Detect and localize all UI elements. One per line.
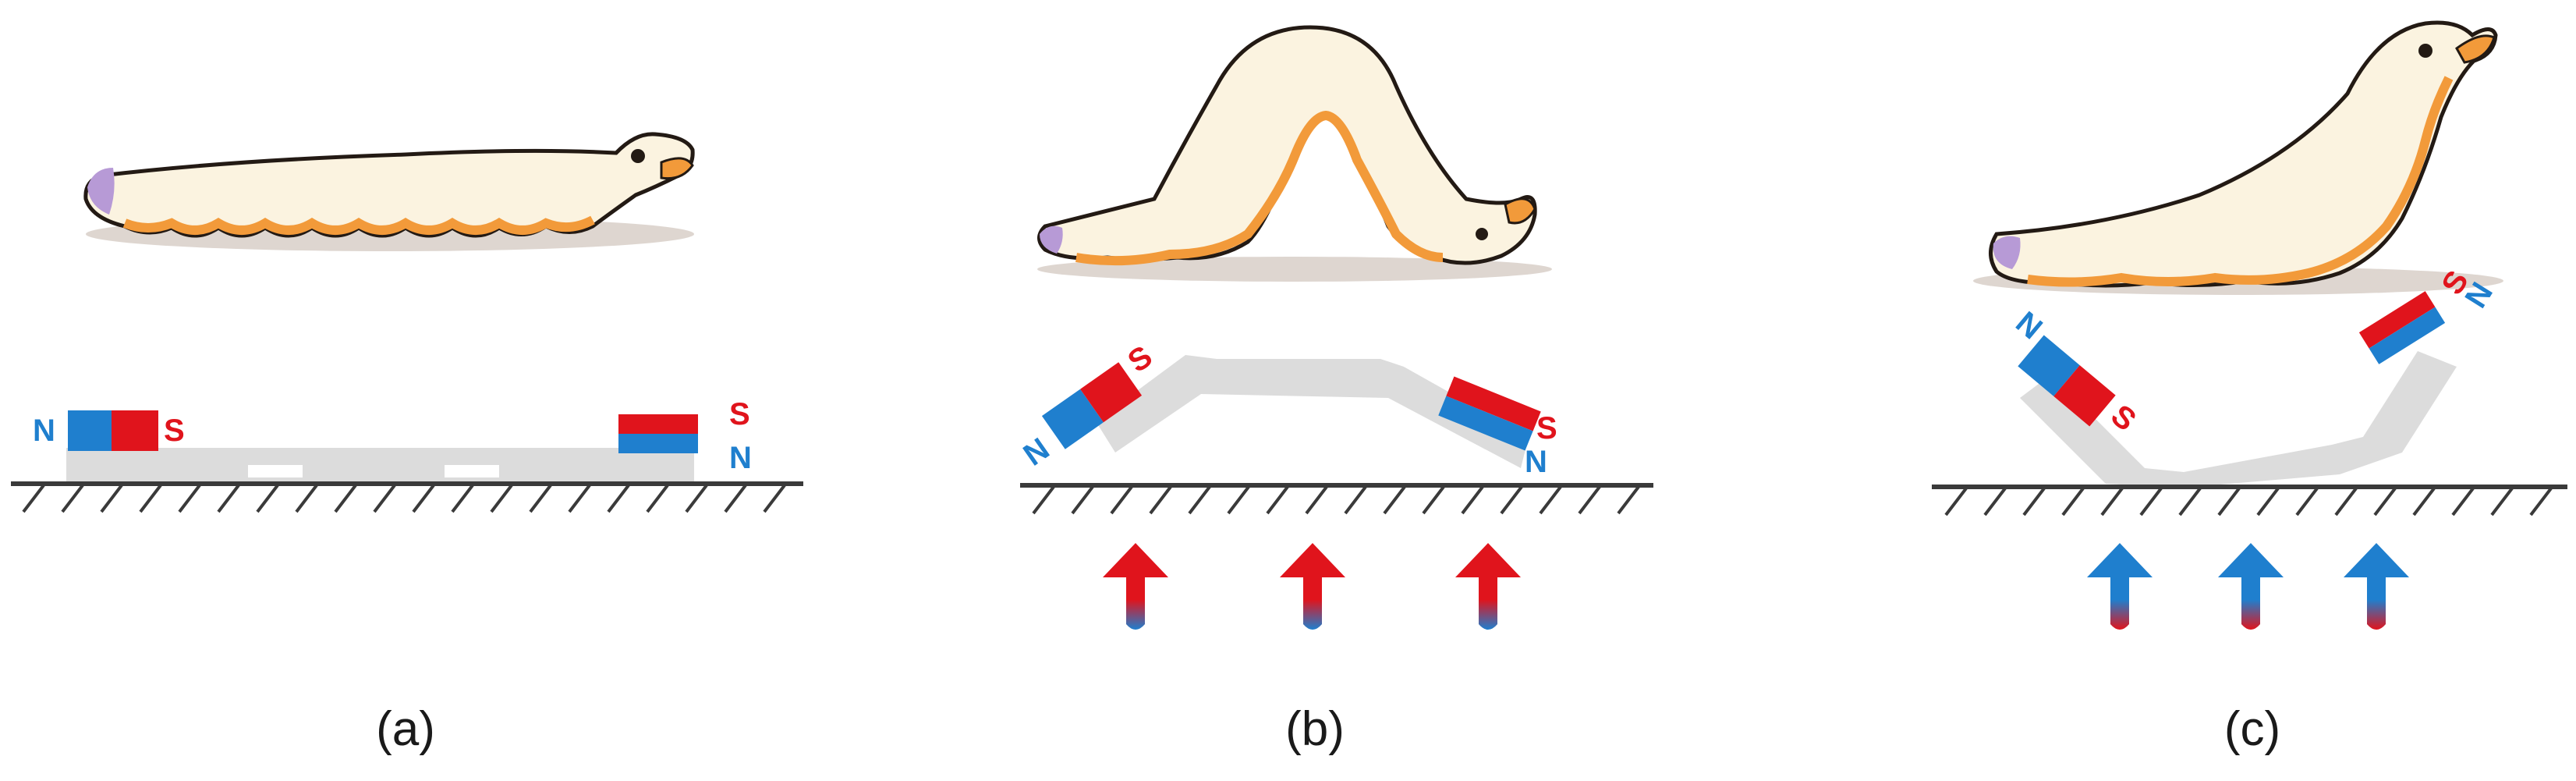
hatch-mark xyxy=(451,484,474,513)
panel-b: N S S N (b) xyxy=(1018,25,1653,756)
hatch-mark xyxy=(61,484,84,513)
pole-label-s: S xyxy=(1536,411,1557,446)
hatch-mark xyxy=(1422,485,1445,515)
hatch-mark xyxy=(1110,485,1133,515)
hatch-mark xyxy=(763,484,786,513)
hatch-mark xyxy=(568,484,591,513)
panel-label: (c) xyxy=(2224,702,2280,756)
pole-label-n: N xyxy=(1525,445,1547,479)
pole-label-n: N xyxy=(33,414,55,448)
field-arrow-icon xyxy=(2087,543,2153,630)
hatch-mark xyxy=(1305,485,1328,515)
flexible-strip xyxy=(2020,351,2457,488)
hatch-mark xyxy=(490,484,513,513)
hatch-mark xyxy=(2295,487,2319,517)
hatch-mark xyxy=(100,484,123,513)
hatch-mark xyxy=(1383,485,1406,515)
hatch-mark xyxy=(1944,487,1968,517)
hatch-mark xyxy=(607,484,630,513)
field-arrow-icon xyxy=(2344,543,2409,630)
hatch-mark xyxy=(2490,487,2514,517)
hatch-mark xyxy=(2100,487,2124,517)
larva-icon xyxy=(83,132,695,251)
hatch-mark xyxy=(334,484,357,513)
field-arrows xyxy=(1103,543,1521,630)
hatch-mark xyxy=(1266,485,1289,515)
hatch-mark xyxy=(2256,487,2280,517)
field-arrow-icon xyxy=(1103,543,1168,630)
panel-a: N S S N (a) xyxy=(11,132,803,756)
larva-icon xyxy=(1037,25,1552,282)
hatch-mark xyxy=(1344,485,1367,515)
hatch-mark xyxy=(2529,487,2553,517)
bar-magnet-right: S N xyxy=(618,397,752,475)
hatch-mark xyxy=(2334,487,2358,517)
panel-label: (a) xyxy=(376,702,435,756)
hatch-mark xyxy=(1539,485,1562,515)
pole-label-s: S xyxy=(164,414,185,448)
hatch-mark xyxy=(2139,487,2163,517)
pole-label-s: S xyxy=(729,397,750,431)
hatch-mark xyxy=(373,484,396,513)
hatch-mark xyxy=(2178,487,2202,517)
hatch-mark xyxy=(1227,485,1250,515)
hatch-mark xyxy=(1461,485,1484,515)
pole-label-s: S xyxy=(2104,398,2142,438)
larva-icon xyxy=(1973,20,2503,295)
bar-magnet-right xyxy=(1438,376,1541,451)
flexible-strip xyxy=(1096,355,1529,468)
pole-label-s: S xyxy=(1121,339,1158,379)
hatch-mark xyxy=(2412,487,2436,517)
hatch-mark xyxy=(217,484,240,513)
field-arrow-icon xyxy=(1455,543,1521,630)
pole-label-n: N xyxy=(729,441,752,475)
hatch-mark xyxy=(1188,485,1211,515)
field-arrows xyxy=(2087,543,2409,630)
bar-magnet-left xyxy=(1041,362,1143,449)
ground-hatch-icon xyxy=(1020,483,1653,515)
hatch-mark xyxy=(2022,487,2046,517)
field-arrow-icon xyxy=(2218,543,2284,630)
hatch-mark xyxy=(2061,487,2085,517)
flexible-strip xyxy=(66,448,694,482)
bar-magnet-right xyxy=(2358,291,2446,364)
hatch-mark xyxy=(1500,485,1523,515)
field-arrow-icon xyxy=(1280,543,1345,630)
hatch-mark xyxy=(412,484,435,513)
hatch-mark xyxy=(1071,485,1094,515)
hatch-mark xyxy=(685,484,708,513)
hatch-mark xyxy=(646,484,669,513)
hatch-mark xyxy=(1617,485,1640,515)
panel-label: (b) xyxy=(1285,702,1345,756)
hatch-mark xyxy=(724,484,747,513)
hatch-mark xyxy=(295,484,318,513)
hatch-mark xyxy=(2451,487,2475,517)
hatch-mark xyxy=(2217,487,2241,517)
hatch-mark xyxy=(22,484,45,513)
pole-label-n: N xyxy=(1018,431,1056,473)
bar-magnet-left xyxy=(2018,335,2116,427)
hatch-mark xyxy=(529,484,552,513)
bar-magnet-left: N S xyxy=(33,410,185,451)
hatch-mark xyxy=(1983,487,2007,517)
hatch-mark xyxy=(2373,487,2397,517)
hatch-mark xyxy=(256,484,279,513)
hatch-mark xyxy=(1032,485,1055,515)
hatch-mark xyxy=(1149,485,1172,515)
hatch-mark xyxy=(178,484,201,513)
hatch-mark xyxy=(1578,485,1601,515)
ground-hatch-icon xyxy=(1932,485,2567,517)
ground-hatch-icon xyxy=(11,481,803,513)
hatch-mark xyxy=(139,484,162,513)
panel-c: N S S N (c) xyxy=(1932,20,2567,756)
